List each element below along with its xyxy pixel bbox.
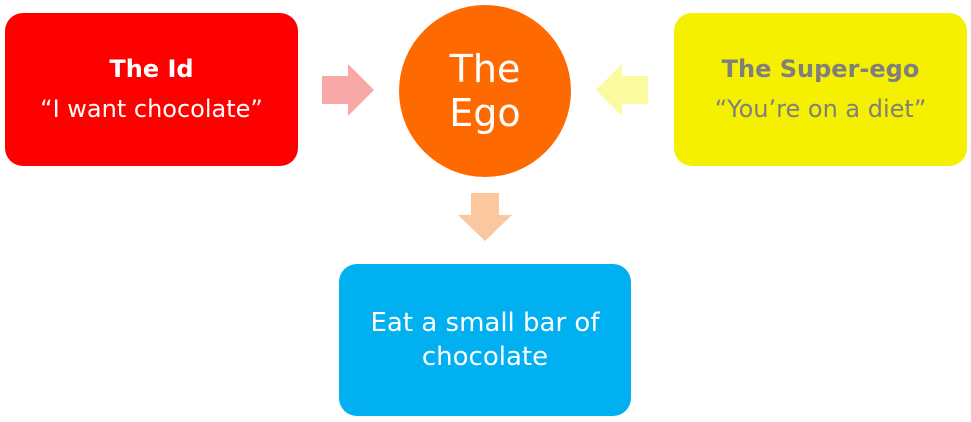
id-quote: “I want chocolate”: [40, 94, 263, 123]
id-to-ego-arrow: [322, 64, 374, 116]
superego-title: The Super-ego: [721, 54, 920, 83]
ego-to-outcome-arrow: [458, 193, 512, 241]
outcome-line-1: Eat a small bar of: [370, 308, 600, 338]
ego-label-line-2: Ego: [449, 91, 521, 135]
superego-to-ego-arrow: [596, 64, 648, 116]
outcome-box: Eat a small bar of chocolate: [339, 264, 631, 416]
id-box: The Id “I want chocolate”: [5, 13, 298, 166]
ego-label-line-1: The: [449, 47, 521, 91]
superego-box: The Super-ego “You’re on a diet”: [674, 13, 967, 166]
outcome-line-2: chocolate: [421, 342, 549, 372]
id-title: The Id: [109, 54, 194, 83]
superego-quote: “You’re on a diet”: [714, 94, 927, 123]
ego-circle: The Ego: [399, 5, 571, 177]
